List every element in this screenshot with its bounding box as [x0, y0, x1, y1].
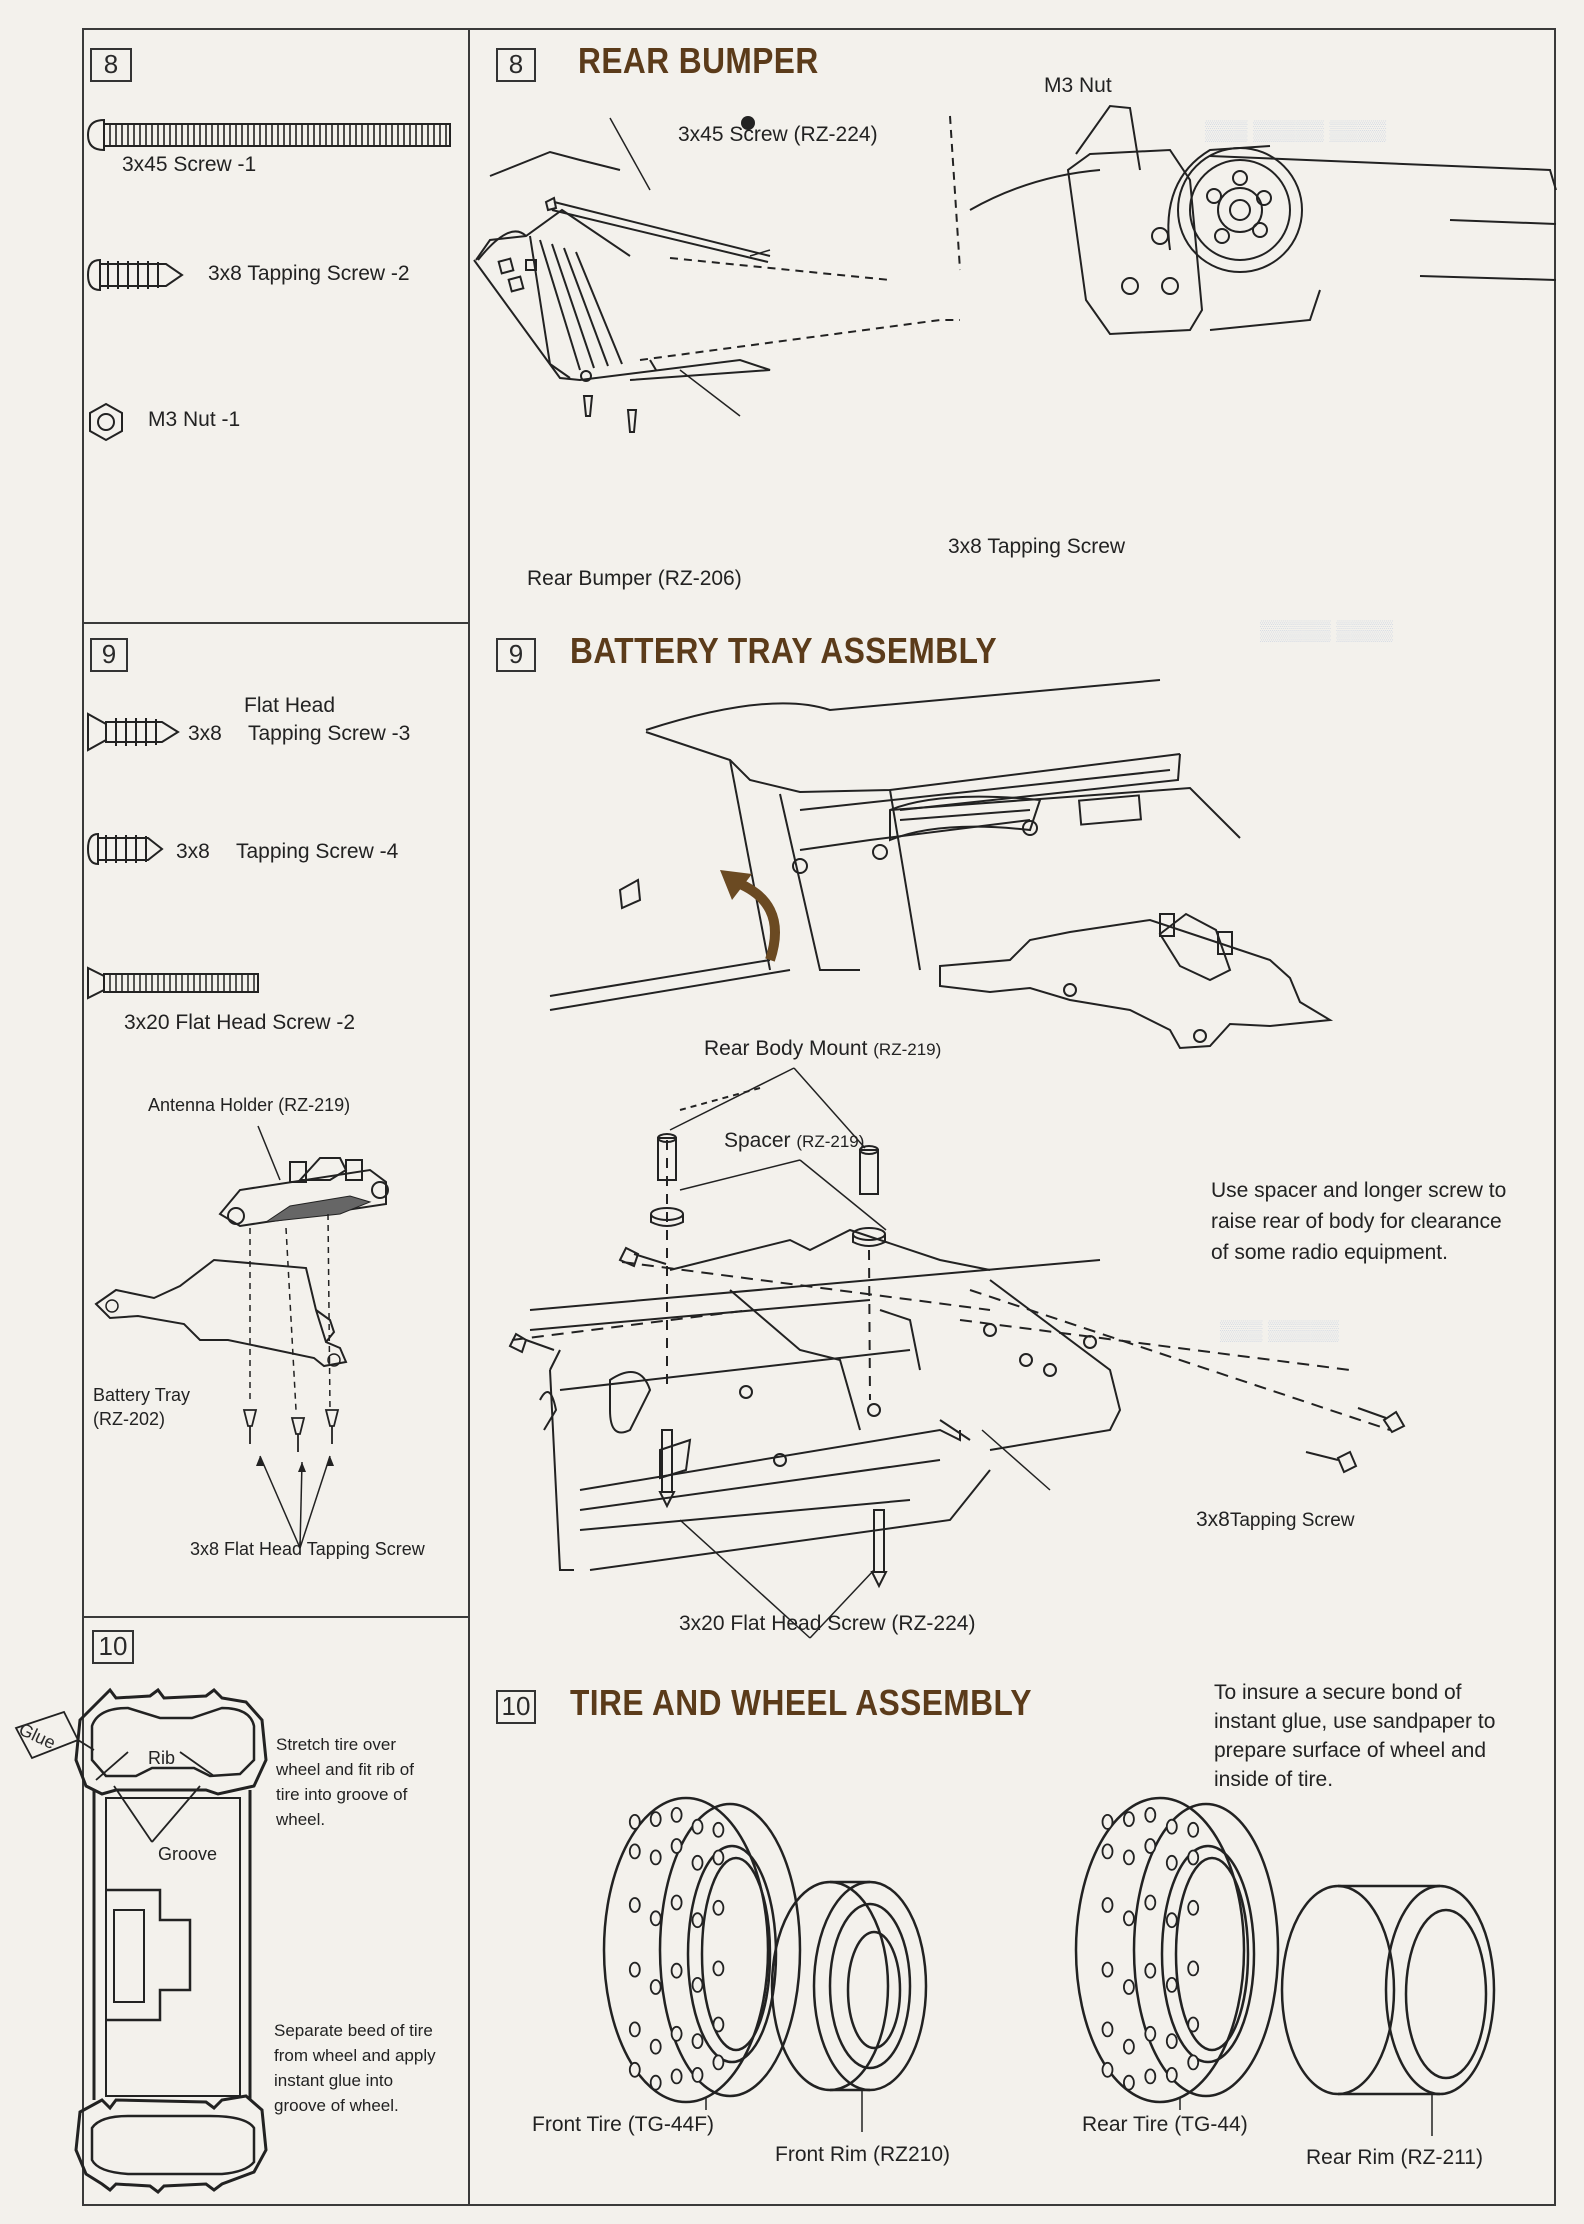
- battery-tray-title: BATTERY TRAY ASSEMBLY: [570, 630, 998, 671]
- front-tire-label: Front Tire (TG-44F): [532, 2113, 715, 2136]
- battery-tray-code: (RZ-202): [93, 1409, 166, 1429]
- part-3x45-screw: 3x45 Screw -1: [122, 153, 257, 176]
- tire-cross-section-drawing: [10, 1690, 280, 2200]
- flat-head-tapping-screw-icon: [86, 712, 182, 752]
- left-divider-2: [82, 1616, 470, 1618]
- part-tapping-screw-4: Tapping Screw -4: [236, 840, 399, 863]
- part-3x8-tapping: 3x8 Tapping Screw -2: [208, 262, 410, 285]
- left-step-9-box: 9: [90, 638, 128, 672]
- left-step-10-box: 10: [92, 1630, 134, 1664]
- antenna-holder-label: Antenna Holder (RZ-219): [148, 1095, 351, 1115]
- part-3x8-b: 3x8: [176, 840, 210, 863]
- tapping-screw-icon: [86, 258, 186, 292]
- step-10-box: 10: [496, 1690, 536, 1724]
- show-through: ▒▒▒▒▒ ▒▒▒▒: [1260, 620, 1394, 642]
- front-rim-label: Front Rim (RZ210): [775, 2143, 951, 2166]
- tapping-screw-icon: [86, 832, 166, 866]
- part-tapping-screw-3: Tapping Screw -3: [248, 722, 411, 745]
- rear-body-mount-label: Rear Body Mount (RZ-219): [704, 1037, 942, 1060]
- rear-tire-label: Rear Tire (TG-44): [1082, 2113, 1248, 2136]
- rear-bumper-part-label: Rear Bumper (RZ-206): [527, 567, 742, 590]
- left-divider-1: [82, 622, 470, 624]
- flat-head-screw-label: 3x20 Flat Head Screw (RZ-224): [679, 1612, 976, 1635]
- spacer-label: Spacer (RZ-219): [724, 1129, 865, 1152]
- bumper-tapping-screw-label: 3x8 Tapping Screw: [948, 535, 1126, 558]
- battery-tray-label: Battery Tray: [93, 1385, 191, 1405]
- battery-tray-drawing: [470, 670, 1556, 1610]
- flat-head-tapping-label: 3x8 Flat Head Tapping Screw: [190, 1539, 425, 1559]
- show-through: ▒▒▒ ▒▒▒▒▒: [1220, 1320, 1339, 1342]
- screw-3x45-label: 3x45 Screw (RZ-224): [678, 123, 878, 146]
- rear-rim-label: Rear Rim (RZ-211): [1306, 2146, 1483, 2169]
- m3-nut-label: M3 Nut: [1044, 74, 1112, 97]
- show-through: ▒▒▒ ▒▒▒▒▒ ▒▒▒▒: [1205, 120, 1387, 142]
- flat-head-screw-icon: [86, 966, 262, 1000]
- page-frame: [82, 28, 1556, 2206]
- part-flat-head: Flat Head: [244, 694, 336, 717]
- part-3x20-flat-head: 3x20 Flat Head Screw -2: [124, 1011, 356, 1034]
- left-step-8-box: 8: [90, 48, 132, 82]
- rear-bumper-drawing: [470, 60, 1556, 620]
- nut-icon: [86, 402, 126, 442]
- tray-tapping-screw-label: 3x8Tapping Screw: [1196, 1508, 1355, 1531]
- step-8-box: 8: [496, 48, 536, 82]
- rib-label: Rib: [148, 1748, 176, 1768]
- battery-tray-small-drawing: [90, 1110, 460, 1540]
- rear-bumper-title: REAR BUMPER: [578, 40, 819, 81]
- column-divider: [468, 28, 470, 2206]
- part-3x8-a: 3x8: [188, 722, 222, 745]
- groove-label: Groove: [158, 1844, 218, 1864]
- tire-wheel-title: TIRE AND WHEEL ASSEMBLY: [570, 1682, 1032, 1723]
- step-9-box: 9: [496, 638, 536, 672]
- tires-and-rims-drawing: [600, 1790, 1560, 2130]
- part-m3-nut: M3 Nut -1: [148, 408, 241, 431]
- screw-3x45-icon: [86, 118, 466, 152]
